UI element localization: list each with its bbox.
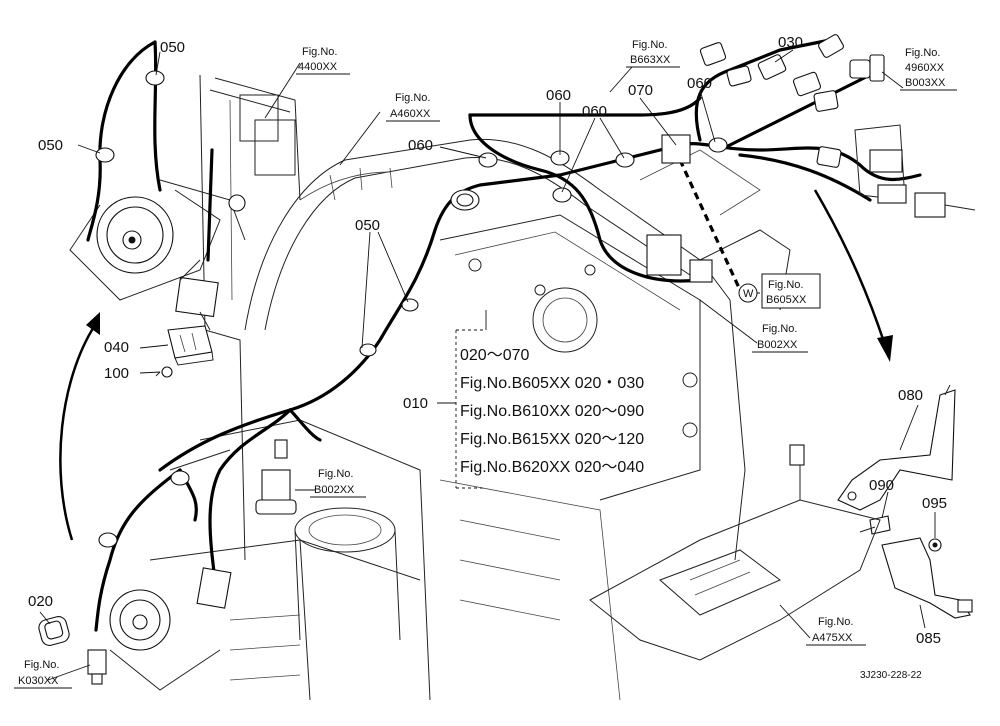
svg-text:4960XX: 4960XX [905,62,945,74]
drawing-code: 3J230-228-22 [860,670,922,681]
machine-housing-outline [149,74,791,701]
callout-010: 010 [403,395,428,412]
wiring-harness [86,38,922,632]
leader-lines [39,49,936,681]
clamps [95,70,728,548]
callout-080: 080 [898,387,923,404]
callout-085: 085 [916,630,941,647]
svg-text:Fig.No.: Fig.No. [318,468,353,480]
svg-text:B002XX: B002XX [757,339,798,351]
bracket-085 [881,537,973,619]
callout-050: 050 [355,217,380,234]
routing-arrow-right [813,189,893,362]
callout-040: 040 [104,339,129,356]
svg-text:Fig.No.: Fig.No. [24,659,59,671]
fig-ref-a460: Fig.No. A460XX [386,92,440,122]
connector-k030 [87,649,107,685]
applicability-line: Fig.No.B610XX 020～090 [460,403,644,420]
svg-text:W: W [743,288,754,300]
fig-ref-4400: Fig.No. 4400XX [296,46,350,75]
routing-arrow-left [59,312,100,541]
connector-cluster [646,34,976,283]
applicability-line: Fig.No.B615XX 020～120 [460,431,644,448]
svg-text:4400XX: 4400XX [298,61,338,73]
fig-ref-k030: Fig.No. K030XX [14,659,72,689]
fig-ref-a475: Fig.No. A475XX [806,616,866,646]
svg-text:Fig.No.: Fig.No. [905,47,940,59]
svg-text:Fig.No.: Fig.No. [768,279,803,291]
svg-text:Fig.No.: Fig.No. [632,39,667,51]
applicability-line: Fig.No.B620XX 020～040 [460,459,644,476]
applicability-line: Fig.No.B605XX 020・030 [460,375,644,392]
fig-ref-b663: Fig.No. B663XX [626,39,680,68]
bolt-100 [155,366,173,378]
callout-060: 060 [687,75,712,92]
callout-060: 060 [546,87,571,104]
applicability-note: 020～070 Fig.No.B605XX 020・030 Fig.No.B61… [460,347,644,476]
callout-060: 060 [582,103,607,120]
callout-095: 095 [922,495,947,512]
fig-ref-b605: W Fig.No. B605XX [738,273,821,309]
svg-text:Fig.No.: Fig.No. [395,92,430,104]
nut-095 [928,538,942,552]
svg-text:A475XX: A475XX [812,632,853,644]
svg-text:B605XX: B605XX [766,294,807,306]
callout-050: 050 [38,137,63,154]
plug-lower [196,567,232,609]
svg-text:B663XX: B663XX [630,54,671,66]
svg-text:Fig.No.: Fig.No. [302,46,337,58]
bracket-080 [837,384,956,511]
fig-ref-b002-right: Fig.No. B002XX [752,323,808,353]
figure-references: Fig.No. 4400XX Fig.No. A460XX Fig.No. B6… [14,39,957,689]
applicability-line: 020～070 [460,347,529,364]
lower-horn-assembly [109,589,221,691]
horn-assembly [69,179,246,331]
callout-070: 070 [628,82,653,99]
callout-030: 030 [778,34,803,51]
svg-text:Fig.No.: Fig.No. [818,616,853,628]
cap-020 [38,616,70,646]
callout-060: 060 [408,137,433,154]
svg-text:B002XX: B002XX [314,484,355,496]
svg-text:B003XX: B003XX [905,77,946,89]
svg-text:A460XX: A460XX [390,108,431,120]
svg-text:Fig.No.: Fig.No. [762,323,797,335]
callout-labels: 050 050 050 060 060 060 070 030 060 040 … [28,34,947,647]
sensor-b002 [255,439,297,515]
callout-020: 020 [28,593,53,610]
plate-a475 [589,444,881,661]
callout-050: 050 [160,39,185,56]
connector-040 [167,325,214,366]
fig-ref-b002-left: Fig.No. B002XX [310,468,366,498]
fig-ref-4960: Fig.No. 4960XX B003XX [900,47,957,91]
callout-100: 100 [104,365,129,382]
svg-text:K030XX: K030XX [18,675,59,687]
callout-090: 090 [869,477,894,494]
